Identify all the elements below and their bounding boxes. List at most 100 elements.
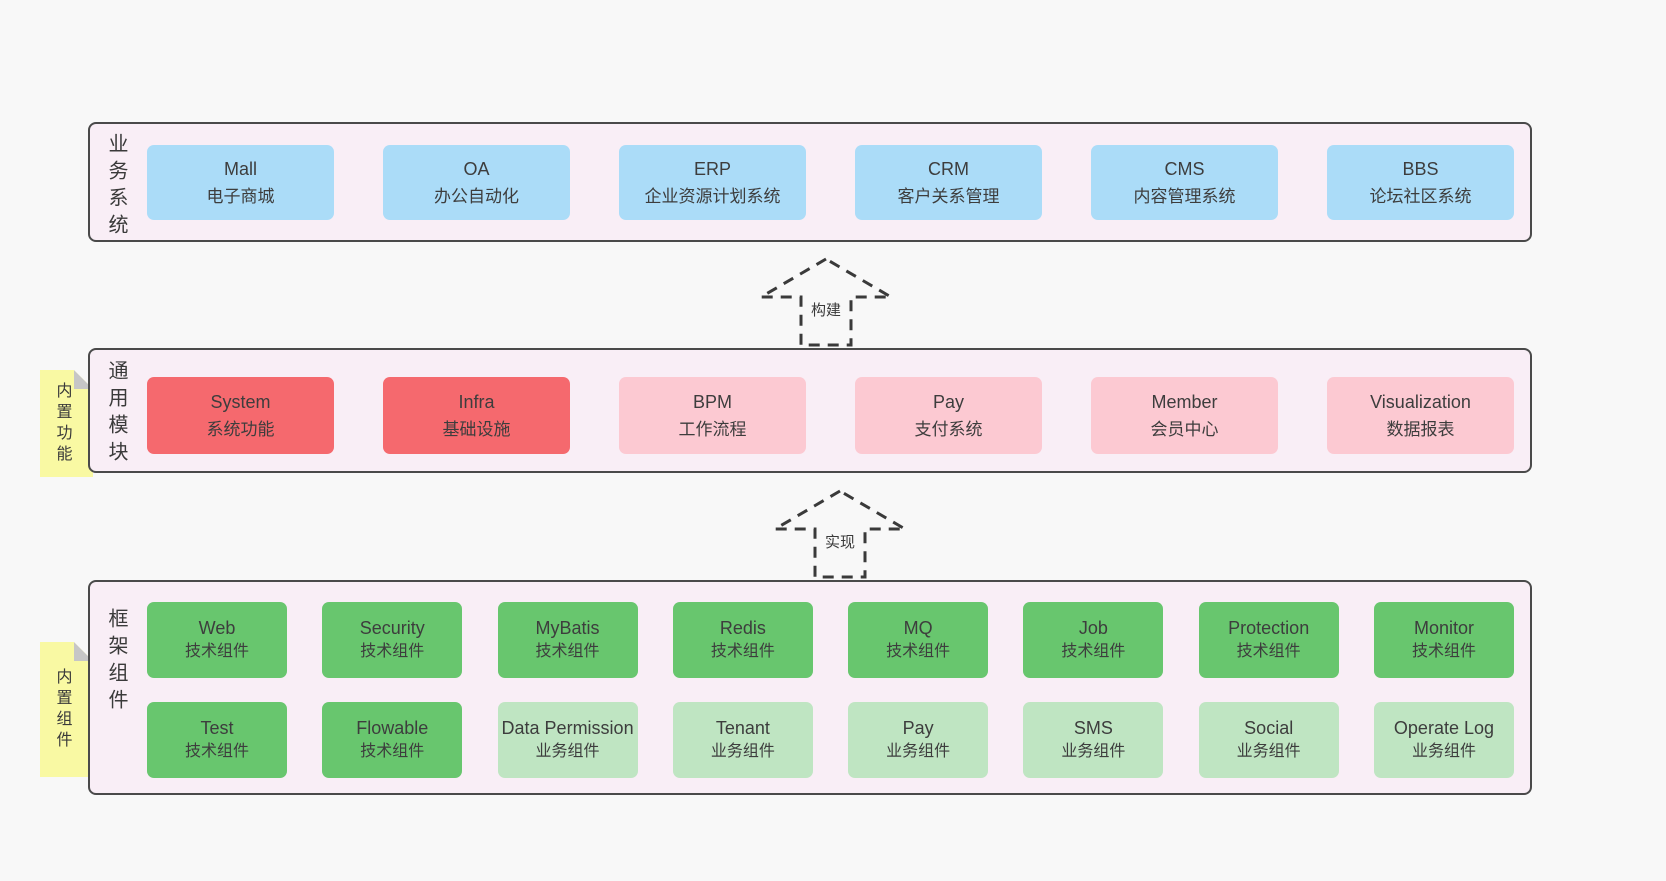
box-job-subtitle: 技术组件 [1061, 643, 1126, 660]
box-web-subtitle: 技术组件 [184, 643, 249, 660]
box-member-title: Member [1151, 391, 1218, 412]
box-bpm-subtitle: 工作流程 [678, 419, 747, 439]
arrow-build-shape [755, 257, 897, 347]
box-redis: Redis 技术组件 [672, 602, 813, 678]
box-redis-title: Redis [719, 618, 766, 638]
box-redis-subtitle: 技术组件 [710, 643, 775, 660]
box-security: Security 技术组件 [322, 602, 463, 678]
arrow-build: 构建 [751, 256, 901, 348]
box-protection-subtitle: 技术组件 [1236, 643, 1301, 660]
modules-box-row: System 系统功能 Infra 基础设施 BPM 工作流程 Pay 支付系统… [147, 377, 1514, 454]
box-monitor-title: Monitor [1413, 618, 1474, 638]
box-cms: CMS 内容管理系统 [1091, 145, 1278, 220]
box-flowable-subtitle: 技术组件 [360, 743, 425, 760]
layer-business-systems: 业务系统 Mall 电子商城 OA 办公自动化 ERP 企业资源计划系统 CRM… [88, 122, 1532, 242]
box-job-title: Job [1078, 618, 1108, 638]
box-mall-subtitle: 电子商城 [206, 186, 275, 206]
arrow-build-label: 构建 [807, 298, 845, 321]
box-social-subtitle: 业务组件 [1236, 743, 1301, 760]
box-test-title: Test [200, 718, 234, 738]
box-visualization: Visualization 数据报表 [1327, 377, 1514, 454]
box-tenant-subtitle: 业务组件 [710, 743, 775, 760]
box-pay-module: Pay 支付系统 [855, 377, 1042, 454]
box-mq-subtitle: 技术组件 [886, 643, 951, 660]
box-web-title: Web [198, 618, 236, 638]
framework-box-row-2: Test 技术组件 Flowable 技术组件 Data Permission … [147, 702, 1514, 778]
box-monitor-subtitle: 技术组件 [1411, 643, 1476, 660]
box-social-title: Social [1244, 718, 1294, 738]
box-visualization-title: Visualization [1370, 391, 1471, 412]
business-box-row: Mall 电子商城 OA 办公自动化 ERP 企业资源计划系统 CRM 客户关系… [147, 145, 1514, 220]
box-operate-log-subtitle: 业务组件 [1411, 743, 1476, 760]
box-security-subtitle: 技术组件 [360, 643, 425, 660]
framework-box-row-1: Web 技术组件 Security 技术组件 MyBatis 技术组件 Redi… [147, 602, 1514, 678]
box-infra: Infra 基础设施 [383, 377, 570, 454]
label-framework-components: 框架组件 [105, 608, 127, 716]
layer-common-modules: 通用模块 System 系统功能 Infra 基础设施 BPM 工作流程 Pay… [88, 348, 1532, 473]
box-operate-log-title: Operate Log [1393, 718, 1494, 738]
box-erp-title: ERP [693, 158, 731, 179]
box-infra-title: Infra [458, 391, 495, 412]
box-pay-component-title: Pay [902, 718, 934, 738]
box-job: Job 技术组件 [1023, 602, 1164, 678]
box-bbs-title: BBS [1402, 158, 1439, 179]
box-security-title: Security [359, 618, 425, 638]
box-social: Social 业务组件 [1198, 702, 1339, 778]
box-sms: SMS 业务组件 [1023, 702, 1164, 778]
box-mybatis: MyBatis 技术组件 [497, 602, 638, 678]
box-mall: Mall 电子商城 [147, 145, 334, 220]
box-crm-title: CRM [928, 158, 969, 179]
box-pay-component-subtitle: 业务组件 [886, 743, 951, 760]
sticky-note-builtin-components-label: 内置组件 [53, 667, 71, 752]
box-flowable: Flowable 技术组件 [322, 702, 463, 778]
box-system-subtitle: 系统功能 [206, 419, 275, 439]
box-mybatis-subtitle: 技术组件 [535, 643, 600, 660]
box-data-permission-title: Data Permission [501, 718, 634, 738]
box-oa-subtitle: 办公自动化 [434, 186, 519, 206]
layer-framework-components: 框架组件 Web 技术组件 Security 技术组件 MyBatis 技术组件… [88, 580, 1532, 795]
box-operate-log: Operate Log 业务组件 [1373, 702, 1514, 778]
box-bpm: BPM 工作流程 [619, 377, 806, 454]
box-member-subtitle: 会员中心 [1150, 419, 1219, 439]
box-mybatis-title: MyBatis [535, 618, 600, 638]
box-bpm-title: BPM [692, 391, 732, 412]
label-common-modules: 通用模块 [105, 360, 127, 468]
sticky-note-builtin-features: 内置功能 [40, 370, 93, 477]
sticky-note-builtin-features-label: 内置功能 [53, 381, 71, 466]
box-data-permission: Data Permission 业务组件 [497, 702, 638, 778]
box-system: System 系统功能 [147, 377, 334, 454]
box-cms-title: CMS [1164, 158, 1205, 179]
box-erp: ERP 企业资源计划系统 [619, 145, 806, 220]
box-crm-subtitle: 客户关系管理 [897, 186, 1000, 206]
box-protection: Protection 技术组件 [1198, 602, 1339, 678]
box-sms-title: SMS [1073, 718, 1113, 738]
box-bbs-subtitle: 论坛社区系统 [1369, 186, 1472, 206]
box-pay-module-title: Pay [932, 391, 965, 412]
box-tenant: Tenant 业务组件 [672, 702, 813, 778]
box-protection-title: Protection [1228, 618, 1310, 638]
box-pay-component: Pay 业务组件 [848, 702, 989, 778]
label-business-systems: 业务系统 [105, 133, 127, 241]
box-crm: CRM 客户关系管理 [855, 145, 1042, 220]
box-web: Web 技术组件 [147, 602, 287, 678]
box-monitor: Monitor 技术组件 [1373, 602, 1514, 678]
box-bbs: BBS 论坛社区系统 [1327, 145, 1514, 220]
box-oa-title: OA [463, 158, 490, 179]
box-visualization-subtitle: 数据报表 [1386, 419, 1455, 439]
box-cms-subtitle: 内容管理系统 [1133, 186, 1236, 206]
box-test: Test 技术组件 [147, 702, 287, 778]
arrow-implement-shape [769, 489, 911, 579]
box-flowable-title: Flowable [356, 718, 429, 738]
arrow-implement: 实现 [765, 488, 915, 580]
box-data-permission-subtitle: 业务组件 [535, 743, 600, 760]
box-mq: MQ 技术组件 [848, 602, 989, 678]
box-oa: OA 办公自动化 [383, 145, 570, 220]
box-member: Member 会员中心 [1091, 377, 1278, 454]
sticky-note-builtin-components: 内置组件 [40, 642, 93, 777]
arrow-implement-label: 实现 [821, 530, 859, 553]
box-infra-subtitle: 基础设施 [442, 419, 511, 439]
box-pay-module-subtitle: 支付系统 [914, 419, 983, 439]
box-system-title: System [210, 391, 271, 412]
box-mall-title: Mall [223, 158, 257, 179]
